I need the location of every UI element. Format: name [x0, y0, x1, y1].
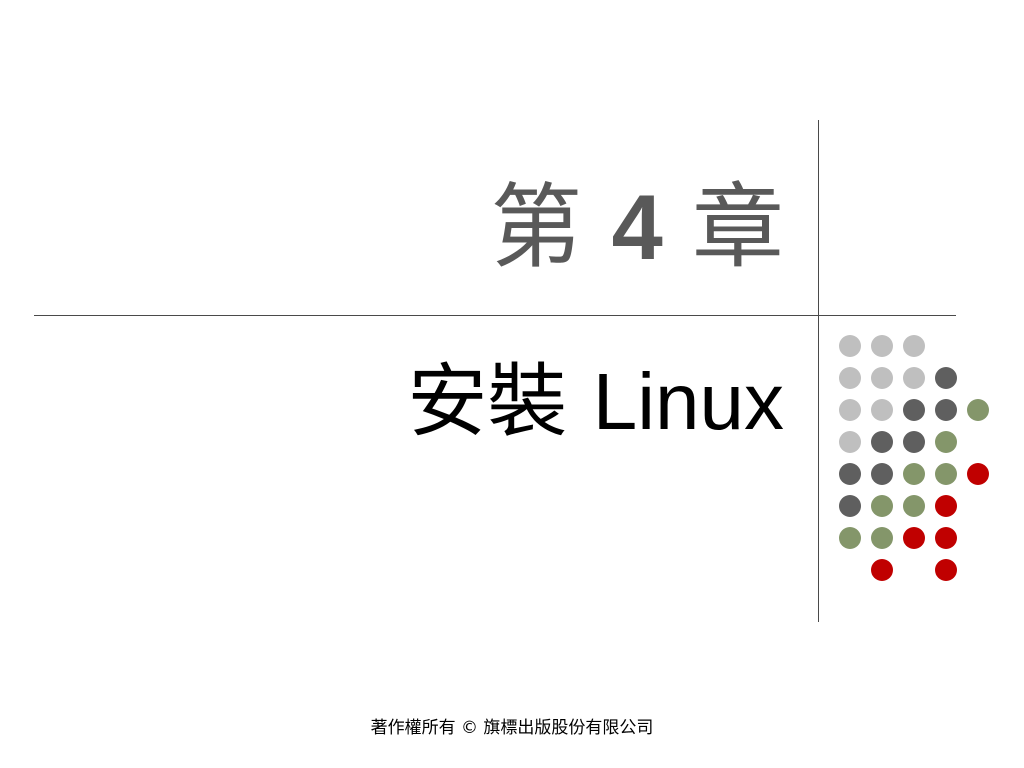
decorative-dot [935, 463, 957, 485]
decorative-dot [903, 399, 925, 421]
decorative-dot [839, 463, 861, 485]
chapter-subtitle: 安裝 Linux [407, 352, 784, 452]
decorative-dot [839, 335, 861, 357]
chapter-title-suffix: 章 [691, 174, 784, 281]
decorative-dot [967, 463, 989, 485]
decorative-dot [871, 367, 893, 389]
subtitle-cjk: 安裝 [407, 355, 568, 448]
decorative-dot [839, 495, 861, 517]
decorative-dot [935, 527, 957, 549]
decorative-dot [871, 399, 893, 421]
vertical-divider [818, 120, 819, 622]
decorative-dot [935, 559, 957, 581]
horizontal-divider [34, 315, 956, 316]
decorative-dot [903, 431, 925, 453]
decorative-dot [839, 399, 861, 421]
subtitle-latin: Linux [592, 357, 784, 446]
decorative-dot [871, 559, 893, 581]
decorative-dot [935, 431, 957, 453]
chapter-number: 4 [611, 177, 663, 279]
decorative-dot [871, 431, 893, 453]
copyright-footer: 著作權所有 © 旗標出版股份有限公司 [370, 718, 654, 738]
chapter-title: 第 4 章 [490, 168, 784, 288]
decorative-dot [871, 495, 893, 517]
decorative-dot [903, 367, 925, 389]
decorative-dot [903, 335, 925, 357]
chapter-title-prefix: 第 [490, 174, 583, 281]
decorative-dot [903, 463, 925, 485]
decorative-dot [935, 399, 957, 421]
decorative-dot [839, 527, 861, 549]
decorative-dot [871, 527, 893, 549]
decorative-dot [871, 335, 893, 357]
decorative-dot [839, 431, 861, 453]
decorative-dot [935, 495, 957, 517]
decorative-dot [967, 399, 989, 421]
decorative-dot [903, 527, 925, 549]
decorative-dot [935, 367, 957, 389]
decorative-dot [839, 367, 861, 389]
decorative-dot [903, 495, 925, 517]
decorative-dot [871, 463, 893, 485]
